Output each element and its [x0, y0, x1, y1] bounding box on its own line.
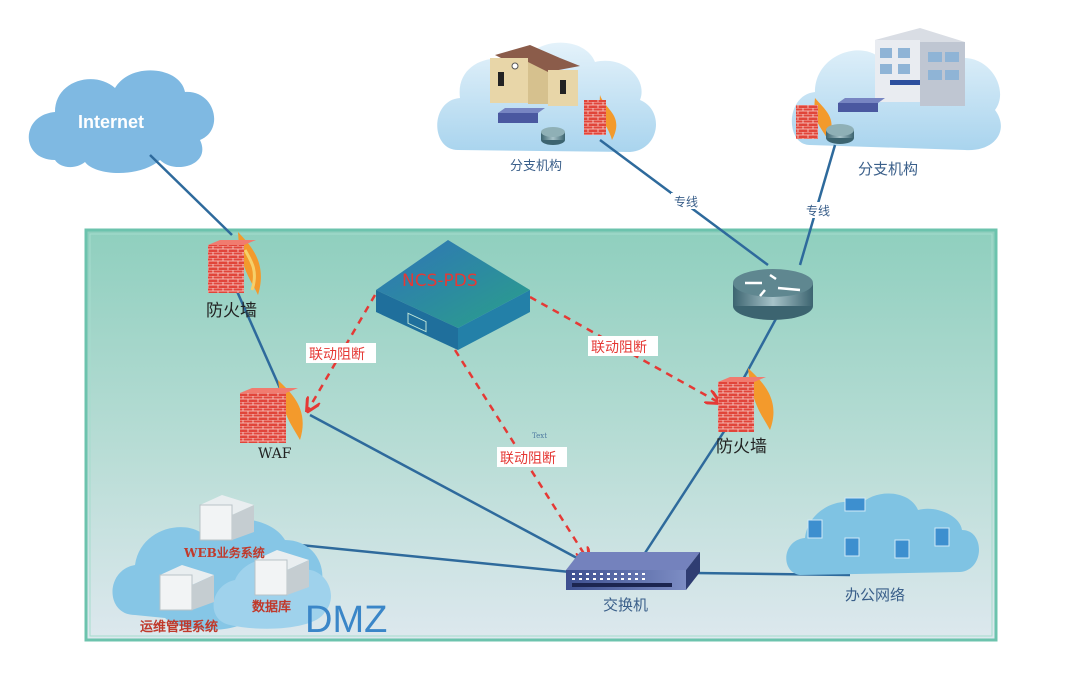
ncs-pds-label: NCS-PDS — [402, 271, 478, 291]
web-server-icon — [199, 495, 254, 541]
link-switch-office — [694, 571, 851, 577]
core-switch-icon — [566, 552, 700, 590]
link-firewall-switch — [643, 429, 727, 554]
block-label-waf: 联动阻断 — [309, 347, 365, 363]
ops-system-label: 运维管理系统 — [140, 619, 218, 635]
link-router-firewall — [738, 314, 780, 386]
core-router-icon — [733, 269, 813, 320]
web-system-label: WEB业务系统 — [183, 545, 265, 560]
branch-1-firewall-icon — [584, 95, 617, 140]
database-label: 数据库 — [252, 599, 291, 615]
block-label-switch: 联动阻断 — [500, 451, 556, 467]
switch-label: 交换机 — [603, 596, 648, 614]
internet-label: Internet — [78, 112, 144, 132]
internet-cloud-icon — [28, 70, 215, 173]
database-server-icon — [254, 550, 309, 596]
office-building-icon — [875, 28, 965, 106]
branch-firewall-icon — [718, 368, 774, 432]
branch-2-router-icon — [826, 124, 854, 144]
link-waf-switch — [309, 413, 591, 567]
branch-2-label: 分支机构 — [858, 160, 918, 178]
leased-line-label-1: 专线 — [674, 194, 698, 209]
branch-2-switch-icon — [838, 98, 885, 112]
school-building-icon — [490, 45, 580, 106]
branch-1-switch-icon — [498, 108, 545, 123]
placeholder-text: Text — [532, 432, 547, 440]
link-internet-firewall — [149, 154, 233, 236]
link-firewall-waf — [230, 279, 285, 396]
ncs-pds-appliance-icon — [376, 240, 530, 350]
block-link-switch — [453, 349, 588, 560]
waf-icon — [240, 380, 303, 443]
branch-1-label: 分支机构 — [510, 159, 562, 174]
dmz-label: DMZ — [305, 599, 387, 641]
leased-line-label-2: 专线 — [806, 203, 830, 218]
main-firewall-icon — [208, 232, 261, 295]
branch-firewall-label: 防火墙 — [716, 437, 767, 457]
ops-server-icon — [159, 565, 214, 611]
branch-1-router-icon — [541, 127, 565, 145]
block-label-firewall: 联动阻断 — [591, 340, 647, 356]
office-network-cloud-icon — [786, 493, 980, 575]
waf-label: WAF — [258, 446, 292, 462]
office-computers-icon — [807, 497, 950, 559]
office-network-label: 办公网络 — [845, 586, 905, 604]
main-firewall-label: 防火墙 — [206, 301, 257, 321]
